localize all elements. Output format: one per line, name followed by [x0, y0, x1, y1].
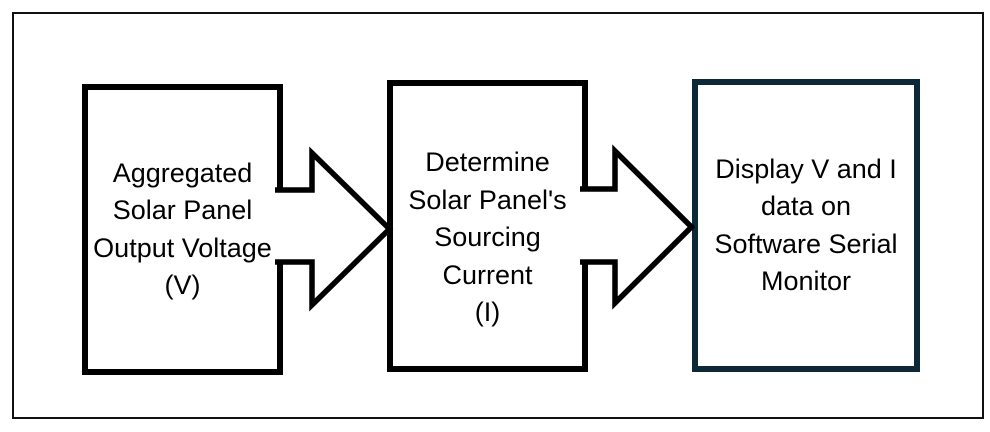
step-text-line: (I) [474, 297, 501, 328]
flow-step-aggregated-voltage: Aggregated Solar Panel Output Voltage (V… [82, 84, 283, 375]
step-text-line: Current [442, 259, 533, 290]
flow-step-display-data: Display V and I data on Software Serial … [692, 79, 920, 372]
step-text-line: Sourcing [434, 222, 541, 253]
step-text-line: data on [760, 191, 852, 221]
step-text-line: Aggregated [112, 157, 253, 188]
flow-step-determine-current: Determine Solar Panel's Sourcing Current… [387, 80, 588, 372]
step-text-line: Monitor [760, 266, 852, 296]
step-text-line: Display V and I [715, 153, 897, 184]
step-text-line: (V) [164, 270, 201, 300]
step-text-line: Solar Panel [112, 195, 253, 225]
step-text-line: Solar Panel's [408, 184, 567, 215]
step-text-line: Software Serial [714, 228, 898, 259]
step-text-line: Determine [425, 147, 550, 178]
step-text-line: Output Voltage [93, 232, 272, 263]
diagram-outer-frame [12, 12, 984, 419]
